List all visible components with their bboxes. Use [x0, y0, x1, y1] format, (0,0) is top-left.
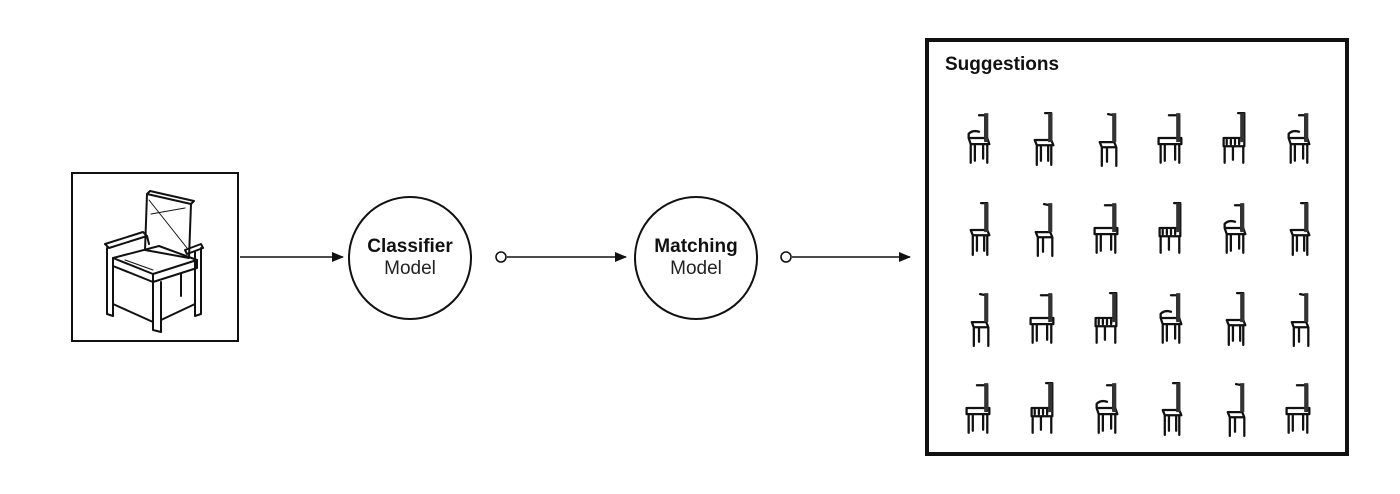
suggestion-item[interactable] — [1139, 94, 1203, 184]
chair-thumbnail-icon — [1157, 113, 1183, 164]
suggestion-item[interactable] — [1203, 184, 1267, 274]
suggestion-item[interactable] — [947, 94, 1011, 184]
suggestions-title: Suggestions — [945, 54, 1060, 75]
suggestion-item[interactable] — [1075, 94, 1139, 184]
chair-thumbnail-icon — [1158, 202, 1182, 254]
input-sketch-panel — [71, 172, 239, 342]
suggestion-item[interactable] — [1139, 364, 1203, 454]
suggestion-item[interactable] — [1075, 364, 1139, 454]
suggestion-item[interactable] — [1203, 94, 1267, 184]
chair-thumbnail-icon — [1285, 383, 1311, 434]
suggestion-item[interactable] — [1075, 274, 1139, 364]
matching-model-node: Matching Model — [634, 196, 758, 320]
chair-thumbnail-icon — [1287, 113, 1311, 164]
chair-thumbnail-icon — [967, 113, 991, 164]
chair-thumbnail-icon — [970, 293, 990, 348]
chair-thumbnail-icon — [1223, 203, 1247, 254]
suggestion-item[interactable] — [947, 274, 1011, 364]
suggestion-item[interactable] — [1011, 274, 1075, 364]
suggestion-item[interactable] — [1139, 184, 1203, 274]
chair-thumbnail-icon — [1225, 292, 1247, 346]
suggestion-item[interactable] — [947, 184, 1011, 274]
chair-sketch-icon — [104, 190, 204, 333]
suggestions-grid — [947, 94, 1331, 454]
chair-thumbnail-icon — [965, 383, 991, 434]
suggestion-item[interactable] — [1139, 274, 1203, 364]
chair-thumbnail-icon — [1159, 293, 1183, 344]
chair-thumbnail-icon — [1094, 292, 1118, 344]
suggestion-item[interactable] — [1203, 274, 1267, 364]
chair-thumbnail-icon — [1289, 202, 1311, 256]
chair-thumbnail-icon — [1098, 113, 1118, 168]
chair-thumbnail-icon — [1222, 112, 1246, 164]
suggestion-item[interactable] — [1075, 184, 1139, 274]
suggestion-item[interactable] — [1267, 274, 1331, 364]
classifier-label: Classifier — [367, 236, 453, 258]
suggestion-item[interactable] — [1267, 364, 1331, 454]
suggestion-item[interactable] — [1267, 94, 1331, 184]
chair-thumbnail-icon — [1029, 293, 1055, 344]
suggestion-item[interactable] — [1011, 184, 1075, 274]
chair-thumbnail-icon — [1093, 203, 1119, 254]
suggestion-item[interactable] — [1011, 94, 1075, 184]
chair-thumbnail-icon — [1161, 382, 1183, 436]
chair-thumbnail-icon — [1034, 203, 1054, 258]
chair-thumbnail-icon — [1030, 382, 1054, 434]
chair-thumbnail-icon — [1033, 112, 1055, 166]
matching-sublabel: Model — [670, 258, 722, 279]
matching-output-port — [780, 251, 792, 263]
chair-thumbnail-icon — [1290, 293, 1310, 348]
classifier-sublabel: Model — [384, 258, 436, 279]
suggestion-item[interactable] — [1011, 364, 1075, 454]
chair-thumbnail-icon — [1095, 383, 1119, 434]
suggestion-item[interactable] — [1203, 364, 1267, 454]
classifier-model-node: Classifier Model — [348, 196, 472, 320]
chair-thumbnail-icon — [969, 202, 991, 256]
suggestion-item[interactable] — [947, 364, 1011, 454]
suggestions-panel: Suggestions — [925, 38, 1349, 456]
classifier-output-port — [495, 251, 507, 263]
matching-label: Matching — [654, 236, 738, 258]
chair-thumbnail-icon — [1226, 383, 1246, 438]
suggestion-item[interactable] — [1267, 184, 1331, 274]
